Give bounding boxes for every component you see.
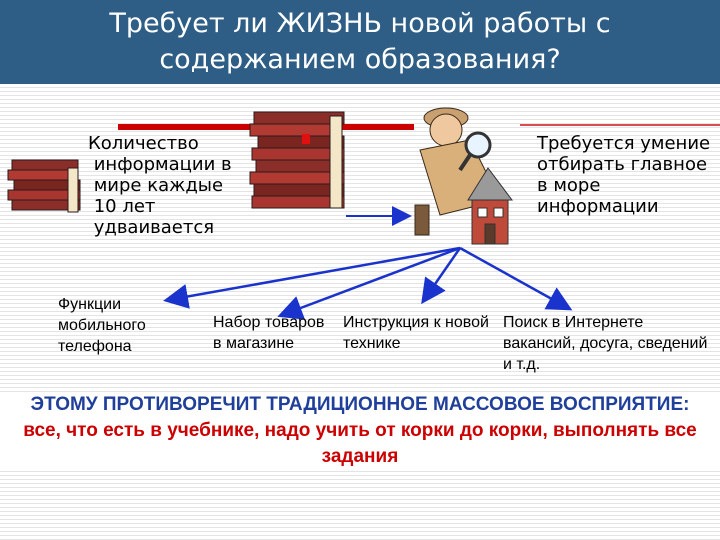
red-divider-thin bbox=[520, 124, 720, 126]
book-stack-icon bbox=[249, 111, 345, 209]
conclusion-block: ЭТОМУ ПРОТИВОРЕЧИТ ТРАДИЦИОННОЕ МАССОВОЕ… bbox=[0, 392, 720, 470]
conclusion-body: все, что есть в учебнике, надо учить от … bbox=[23, 420, 697, 467]
book-stack-icon bbox=[7, 159, 81, 213]
category-mobile-phone: Функции мобильного телефона bbox=[58, 296, 146, 355]
slide-title: Требует ли ЖИЗНЬ новой работы с содержан… bbox=[109, 8, 611, 75]
category-internet-search: Поиск в Интернете вакансий, досуга, свед… bbox=[503, 314, 708, 373]
title-bar: Требует ли ЖИЗНЬ новой работы с содержан… bbox=[0, 0, 720, 84]
info-growth-text: Количество информации в мире каждые 10 л… bbox=[88, 133, 232, 238]
category-store-goods: Набор товаров в магазине bbox=[213, 314, 325, 352]
category-tech-manual: Инструкция к новой технике bbox=[343, 314, 489, 352]
skill-requirement-text: Требуется умение отбирать главное в море… bbox=[537, 133, 711, 217]
category-arrows bbox=[163, 246, 573, 320]
house-icon bbox=[467, 167, 513, 245]
conclusion-heading: ЭТОМУ ПРОТИВОРЕЧИТ ТРАДИЦИОННОЕ МАССОВОЕ… bbox=[30, 394, 690, 415]
